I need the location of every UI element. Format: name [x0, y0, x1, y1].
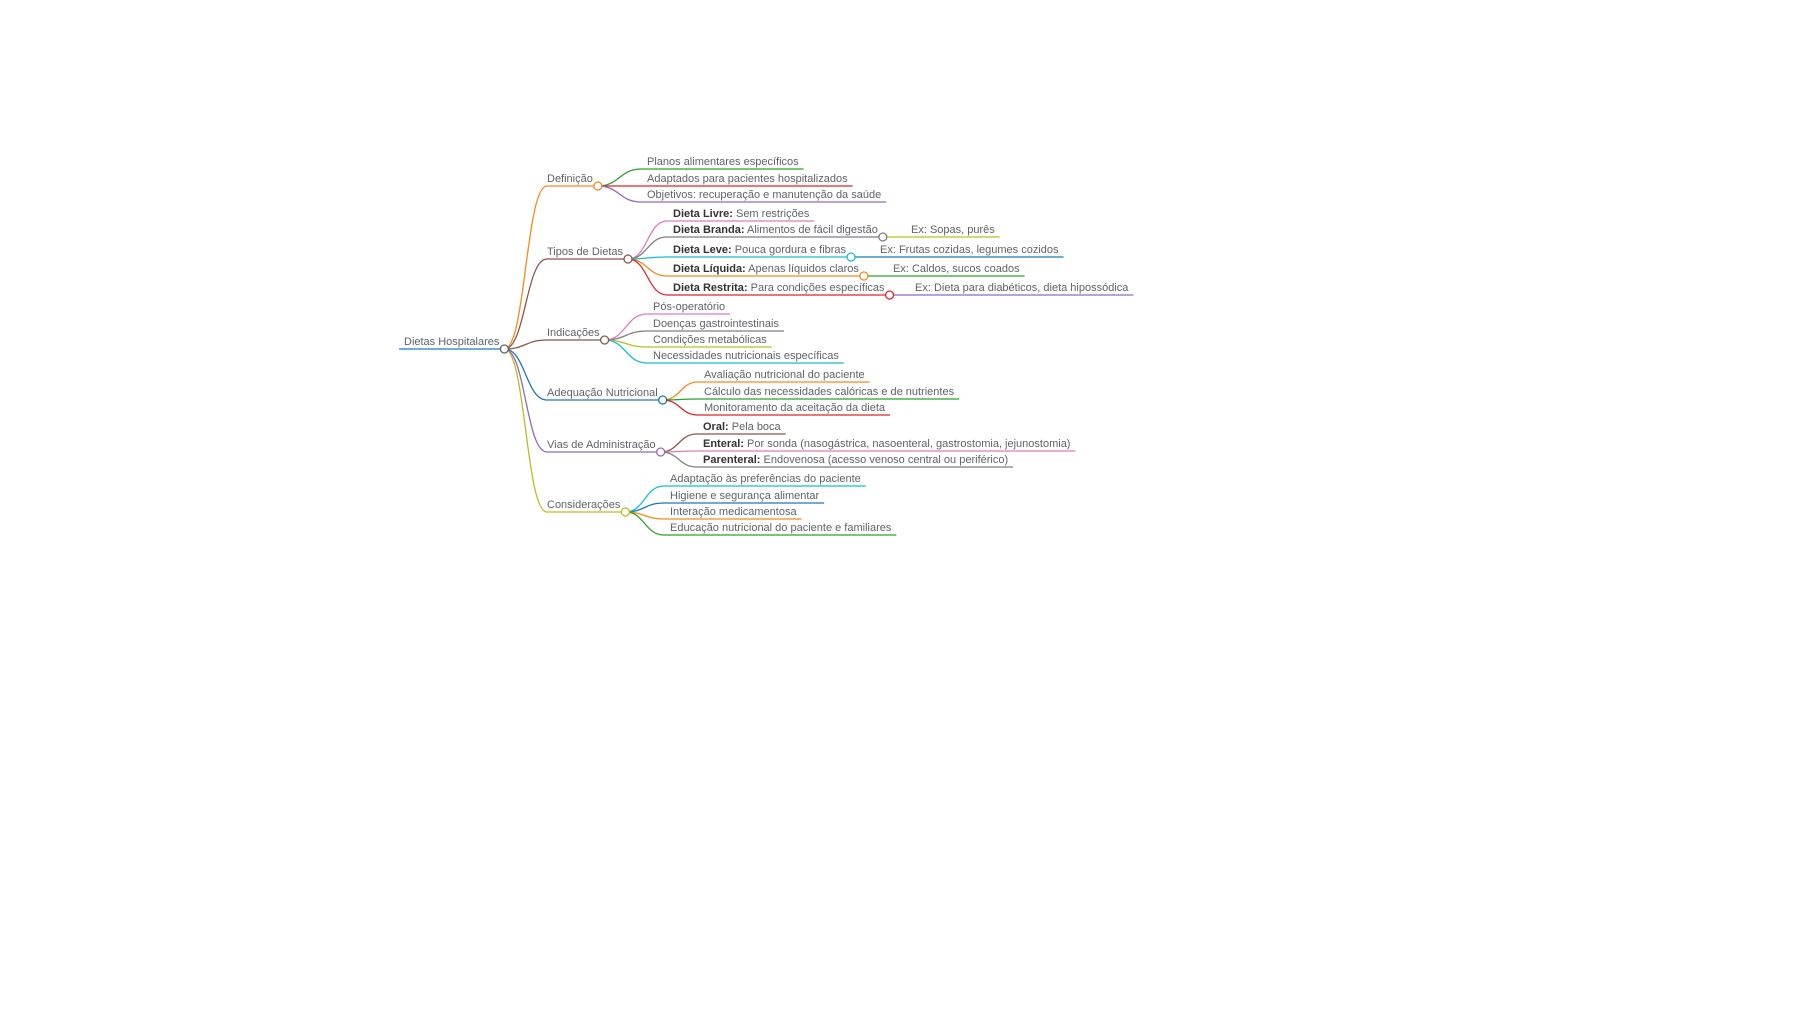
branch-5-child-0: Adaptação às preferências do paciente	[670, 473, 861, 485]
branch-4-child-0-bold: Oral:	[703, 421, 729, 433]
branch-1-child-1-bold: Dieta Branda:	[673, 224, 745, 236]
branch-2-child-3-text: Necessidades nutricionais específicas	[653, 350, 839, 362]
branch-2-child-0-text: Pós-operatório	[653, 301, 725, 313]
branch-0-label: Definição	[547, 173, 593, 185]
branch-0-child-2: Objetivos: recuperação e manutenção da s…	[647, 189, 881, 201]
branch-4-child-1-bold: Enteral:	[703, 438, 744, 450]
branch-3-child-1: Cálculo das necessidades calóricas e de …	[704, 386, 955, 398]
branch-4-child-2-connector	[660, 451, 698, 468]
branch-5-connector	[504, 348, 548, 513]
branch-0-child-2-text: Objetivos: recuperação e manutenção da s…	[647, 189, 881, 201]
branch-3-label: Adequação Nutricional	[547, 387, 658, 399]
branch-4-collapse-toggle[interactable]	[655, 447, 666, 457]
branch-4-connector	[504, 348, 548, 453]
branch-2-child-0: Pós-operatório	[653, 301, 725, 313]
branch-2-child-3-connector	[604, 339, 648, 364]
branch-0-child-1-text: Adaptados para pacientes hospitalizados	[647, 173, 848, 185]
branch-4-child-0-text: Pela boca	[729, 421, 782, 433]
branch-3-child-0-connector	[662, 381, 699, 401]
branch-2-label: Indicações	[547, 327, 600, 339]
branch-5-child-1-text: Higiene e segurança alimentar	[670, 490, 820, 502]
branch-2-connector	[504, 339, 548, 350]
branch-1-child-0-text: Sem restrições	[733, 208, 810, 220]
branch-1-child-3: Dieta Líquida: Apenas líquidos claros	[673, 263, 859, 275]
branch-4-child-0-connector	[660, 433, 698, 453]
branch-2-child-2: Condições metabólicas	[653, 334, 767, 346]
branch-1-child-3-connector	[628, 258, 668, 277]
branch-1-child-0-bold: Dieta Livre:	[673, 208, 733, 220]
branch-1-child-3-example: Ex: Caldos, sucos coados	[893, 263, 1020, 275]
branch-1-child-3-bold: Dieta Líquida:	[673, 263, 746, 275]
branch-1-child-1-text: Alimentos de fácil digestão	[745, 224, 878, 236]
branch-5-child-3: Educação nutricional do paciente e famil…	[670, 522, 892, 534]
branch-1-collapse-toggle[interactable]	[623, 254, 633, 264]
branch-5-child-0-text: Adaptação às preferências do paciente	[670, 473, 861, 485]
branch-1-child-2-example: Ex: Frutas cozidas, legumes cozidos	[880, 244, 1059, 256]
branch-3-child-2: Monitoramento da aceitação da dieta	[704, 402, 886, 414]
branch-1-child-1-example: Ex: Sopas, purês	[911, 224, 995, 236]
root-collapse-toggle[interactable]	[499, 344, 510, 354]
branch-0-child-0: Planos alimentares específicos	[647, 156, 799, 168]
branch-0-collapse-toggle[interactable]	[593, 181, 603, 191]
branch-4-child-2: Parenteral: Endovenosa (acesso venoso ce…	[703, 454, 1008, 466]
branch-1-child-3-collapse-toggle[interactable]	[859, 271, 869, 281]
branch-4-child-2-bold: Parenteral:	[703, 454, 760, 466]
branch-5-label: Considerações	[547, 499, 621, 511]
branch-1-child-4-collapse-toggle[interactable]	[884, 290, 895, 300]
branch-5-child-2: Interação medicamentosa	[670, 506, 797, 518]
branch-4-label: Vias de Administração	[547, 439, 656, 451]
branch-4-child-0: Oral: Pela boca	[703, 421, 782, 433]
branch-3-collapse-toggle[interactable]	[658, 395, 668, 405]
branch-4-child-2-text: Endovenosa (acesso venoso central ou per…	[760, 454, 1008, 466]
branch-0-child-0-text: Planos alimentares específicos	[647, 156, 799, 168]
branch-1-child-4: Dieta Restrita: Para condições específic…	[673, 282, 885, 294]
branch-1-child-1-collapse-toggle[interactable]	[878, 232, 888, 242]
branch-1-connector	[504, 258, 548, 350]
branch-2-child-2-text: Condições metabólicas	[653, 334, 767, 346]
branch-3-child-2-connector	[662, 399, 699, 416]
branch-2-child-1-text: Doenças gastrointestinais	[653, 318, 779, 330]
branch-5-child-3-text: Educação nutricional do paciente e famil…	[670, 522, 892, 534]
branch-1-child-2-bold: Dieta Leve:	[673, 244, 732, 256]
branch-1-child-2-collapse-toggle[interactable]	[846, 252, 856, 262]
branch-4-child-1: Enteral: Por sonda (nasogástrica, nasoen…	[703, 438, 1070, 450]
branch-1-child-4-text: Para condições específicas	[748, 282, 885, 294]
branch-0-child-1: Adaptados para pacientes hospitalizados	[647, 173, 848, 185]
branch-3-child-0-text: Avaliação nutricional do paciente	[704, 369, 865, 381]
branch-1-child-1: Dieta Branda: Alimentos de fácil digestã…	[673, 224, 878, 236]
branch-0-connector	[504, 185, 548, 350]
branch-0-child-2-connector	[597, 185, 642, 203]
branch-5-collapse-toggle[interactable]	[620, 507, 631, 517]
root-node-label: Dietas Hospitalares	[404, 336, 500, 348]
branch-4-child-1-text: Por sonda (nasogástrica, nasoenteral, ga…	[744, 438, 1071, 450]
branch-1-child-4-bold: Dieta Restrita:	[673, 282, 748, 294]
branch-5-child-2-text: Interação medicamentosa	[670, 506, 797, 518]
branch-0-child-0-connector	[597, 168, 642, 187]
branch-1-child-2-text: Pouca gordura e fibras	[732, 244, 847, 256]
branch-5-child-1: Higiene e segurança alimentar	[670, 490, 820, 502]
branch-3-child-2-text: Monitoramento da aceitação da dieta	[704, 402, 886, 414]
branch-1-label: Tipos de Dietas	[547, 246, 624, 258]
branch-1-child-4-example: Ex: Dieta para diabéticos, dieta hipossó…	[915, 282, 1129, 294]
branch-1-child-4-connector	[627, 258, 668, 296]
branch-1-child-0-connector	[627, 220, 668, 260]
branch-2-collapse-toggle[interactable]	[599, 335, 610, 345]
branch-3-child-1-text: Cálculo das necessidades calóricas e de …	[704, 386, 955, 398]
branch-2-child-3: Necessidades nutricionais específicas	[653, 350, 839, 362]
branch-3-child-0: Avaliação nutricional do paciente	[704, 369, 865, 381]
branch-3-connector	[504, 348, 548, 401]
branch-2-child-1: Doenças gastrointestinais	[653, 318, 779, 330]
branch-1-child-3-text: Apenas líquidos claros	[746, 263, 860, 275]
branch-1-child-0: Dieta Livre: Sem restrições	[673, 208, 810, 220]
branch-1-child-2: Dieta Leve: Pouca gordura e fibras	[673, 244, 847, 256]
